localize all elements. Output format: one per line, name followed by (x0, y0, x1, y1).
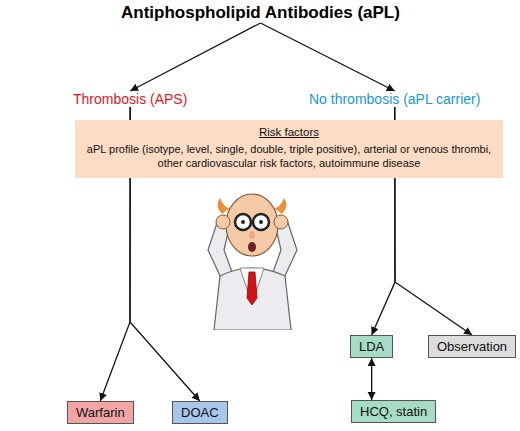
arrow-connector (260, 23, 394, 91)
confused-doctor-illustration (200, 180, 305, 330)
node-text: HCQ, statin (360, 404, 427, 419)
treatment-box: LDA (350, 335, 393, 358)
treatment-box: HCQ, statin (351, 400, 436, 423)
left-hand (216, 215, 230, 229)
node-body-text: aPL profile (isotype, level, single, dou… (83, 142, 495, 171)
pupil (259, 220, 263, 224)
node-text: Observation (437, 339, 507, 354)
glasses-left (235, 214, 251, 230)
treatment-box: DOAC (172, 401, 228, 424)
arrow-connector (130, 23, 260, 91)
glasses-bridge (251, 221, 253, 223)
nose (249, 231, 255, 239)
lab-coat (214, 268, 291, 330)
node-text: No thrombosis (aPL carrier) (309, 91, 480, 107)
pupil (241, 220, 245, 224)
branch-label: Thrombosis (APS) (71, 91, 189, 107)
right-hand (274, 215, 288, 229)
node-text: Thrombosis (APS) (73, 91, 187, 107)
shirt (240, 268, 264, 304)
glasses-right (253, 214, 269, 230)
node-text: Antiphospholipid Antibodies (aPL) (121, 3, 400, 23)
treatment-box: Observation (428, 335, 516, 358)
node-text: LDA (359, 339, 384, 354)
mouth (248, 242, 256, 252)
root-heading: Antiphospholipid Antibodies (aPL) (119, 3, 402, 23)
node-text: Warfarin (76, 405, 125, 420)
head (226, 194, 278, 256)
risk-factor-band: Risk factors aPL profile (isotype, level,… (75, 120, 503, 178)
node-text: Risk factors (83, 125, 495, 140)
treatment-box: Warfarin (67, 401, 134, 424)
arrow-connector (371, 358, 372, 400)
node-text: DOAC (181, 405, 219, 420)
tie (247, 272, 257, 305)
branch-label: No thrombosis (aPL carrier) (307, 91, 482, 107)
